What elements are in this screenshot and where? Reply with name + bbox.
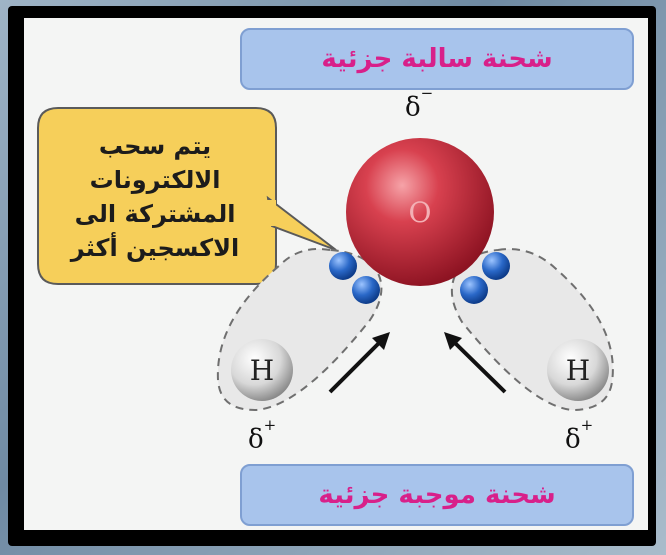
delta-negative-label: δ−	[405, 84, 434, 123]
partial-negative-label: شحنة سالبة جزئية	[321, 44, 553, 74]
callout-bubble	[37, 107, 277, 285]
electron-left-2	[352, 276, 380, 304]
callout-line: يتم سحب	[98, 132, 212, 160]
callout-line: المشتركة الى	[74, 200, 236, 228]
hydrogen-symbol-right: H	[565, 353, 591, 387]
callout-line: الاكسجين أكثر	[70, 234, 240, 262]
partial-positive-banner: شحنة موجبة جزئية	[240, 464, 634, 526]
delta-positive-right-label: δ+	[565, 416, 594, 455]
partial-positive-label: شحنة موجبة جزئية	[318, 480, 556, 510]
arrow-up-right-icon	[328, 332, 390, 394]
callout-line: الالكترونات	[89, 166, 221, 194]
hydrogen-atom-right	[547, 339, 609, 401]
callout-text: يتم سحب الالكترونات المشتركة الى الاكسجي…	[40, 112, 270, 282]
hydrogen-atom-left	[231, 339, 293, 401]
partial-negative-banner: شحنة سالبة جزئية	[240, 28, 634, 90]
electron-left-1	[329, 252, 357, 280]
electron-right-1	[482, 252, 510, 280]
hydrogen-symbol-left: H	[249, 353, 275, 387]
arrow-up-left-icon	[444, 332, 507, 394]
oxygen-symbol: O	[408, 195, 432, 229]
oxygen-atom	[346, 138, 494, 286]
delta-positive-left-label: δ+	[248, 416, 277, 455]
electron-right-2	[460, 276, 488, 304]
callout-pointer	[266, 195, 337, 251]
